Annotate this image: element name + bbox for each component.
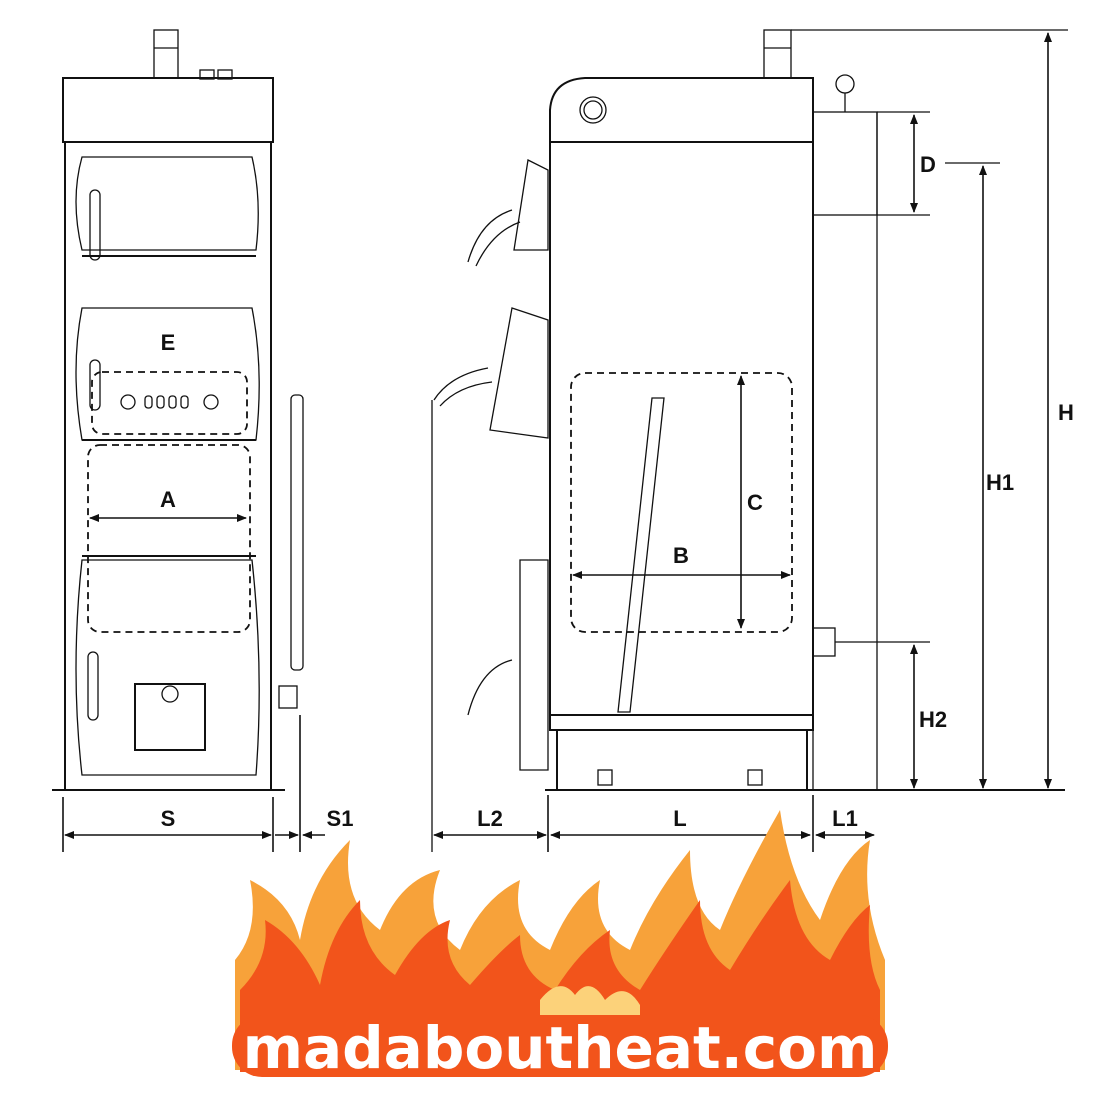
middle-door-side bbox=[489, 307, 549, 439]
thermometer-gauge-inner bbox=[583, 100, 603, 120]
lower-door-handle bbox=[87, 651, 99, 721]
watermark-band bbox=[232, 1015, 888, 1077]
label-H: H bbox=[1058, 400, 1074, 425]
front-view: E A S S1 bbox=[52, 29, 354, 852]
upper-door-handle-side bbox=[467, 209, 513, 263]
label-D: D bbox=[920, 152, 936, 177]
label-H1: H1 bbox=[986, 470, 1014, 495]
side-view: C B H H1 D H2 L2 L L1 bbox=[431, 29, 1074, 852]
air-control-knob bbox=[203, 394, 219, 410]
base-foot bbox=[747, 769, 763, 786]
upper-door-side bbox=[513, 159, 549, 251]
flue-pipe-side bbox=[763, 29, 792, 79]
label-L2: L2 bbox=[477, 806, 503, 831]
front-top-cover bbox=[62, 77, 274, 143]
label-L1: L1 bbox=[832, 806, 858, 831]
lower-door-handle-side bbox=[467, 659, 513, 716]
middle-door-handle-side bbox=[439, 381, 493, 407]
label-H2: H2 bbox=[919, 707, 947, 732]
base-plate bbox=[549, 714, 814, 731]
poker-tool-front bbox=[290, 394, 304, 671]
poker-holder bbox=[278, 685, 298, 709]
lower-door-side bbox=[519, 559, 549, 771]
boiler-base bbox=[556, 729, 808, 791]
middle-door-handle bbox=[89, 359, 101, 411]
watermark-text: madaboutheat.com bbox=[243, 1014, 878, 1082]
base-foot bbox=[597, 769, 613, 786]
label-B: B bbox=[673, 543, 689, 568]
return-pipe bbox=[812, 627, 836, 657]
air-vent-slots bbox=[144, 395, 189, 409]
label-C: C bbox=[747, 490, 763, 515]
label-S: S bbox=[161, 806, 176, 831]
side-top-cover bbox=[549, 77, 814, 143]
lower-door bbox=[75, 559, 260, 776]
watermark-flames: madaboutheat.com bbox=[232, 810, 888, 1082]
middle-door-handle-side bbox=[433, 367, 489, 401]
upper-door bbox=[75, 156, 259, 251]
air-control-knob bbox=[120, 394, 136, 410]
label-E: E bbox=[161, 330, 176, 355]
label-S1: S1 bbox=[327, 806, 354, 831]
label-A: A bbox=[160, 487, 176, 512]
upper-door-handle bbox=[89, 189, 101, 261]
poker-tool-side bbox=[617, 397, 665, 713]
upper-door-handle-side bbox=[475, 221, 521, 267]
middle-door-E bbox=[75, 307, 260, 441]
boiler-body bbox=[549, 141, 814, 716]
flue-pipe-front bbox=[153, 29, 179, 79]
ash-door bbox=[134, 683, 206, 751]
side-chamber-outline bbox=[570, 372, 793, 633]
flue-damper-knob bbox=[835, 74, 855, 94]
ash-door-knob bbox=[161, 685, 179, 703]
thermometer-gauge bbox=[579, 96, 607, 124]
flue-collar bbox=[812, 111, 878, 216]
flame-highlight bbox=[540, 986, 640, 1020]
air-control-outline bbox=[91, 371, 248, 435]
label-L: L bbox=[673, 806, 686, 831]
front-chamber-outline bbox=[87, 444, 251, 633]
